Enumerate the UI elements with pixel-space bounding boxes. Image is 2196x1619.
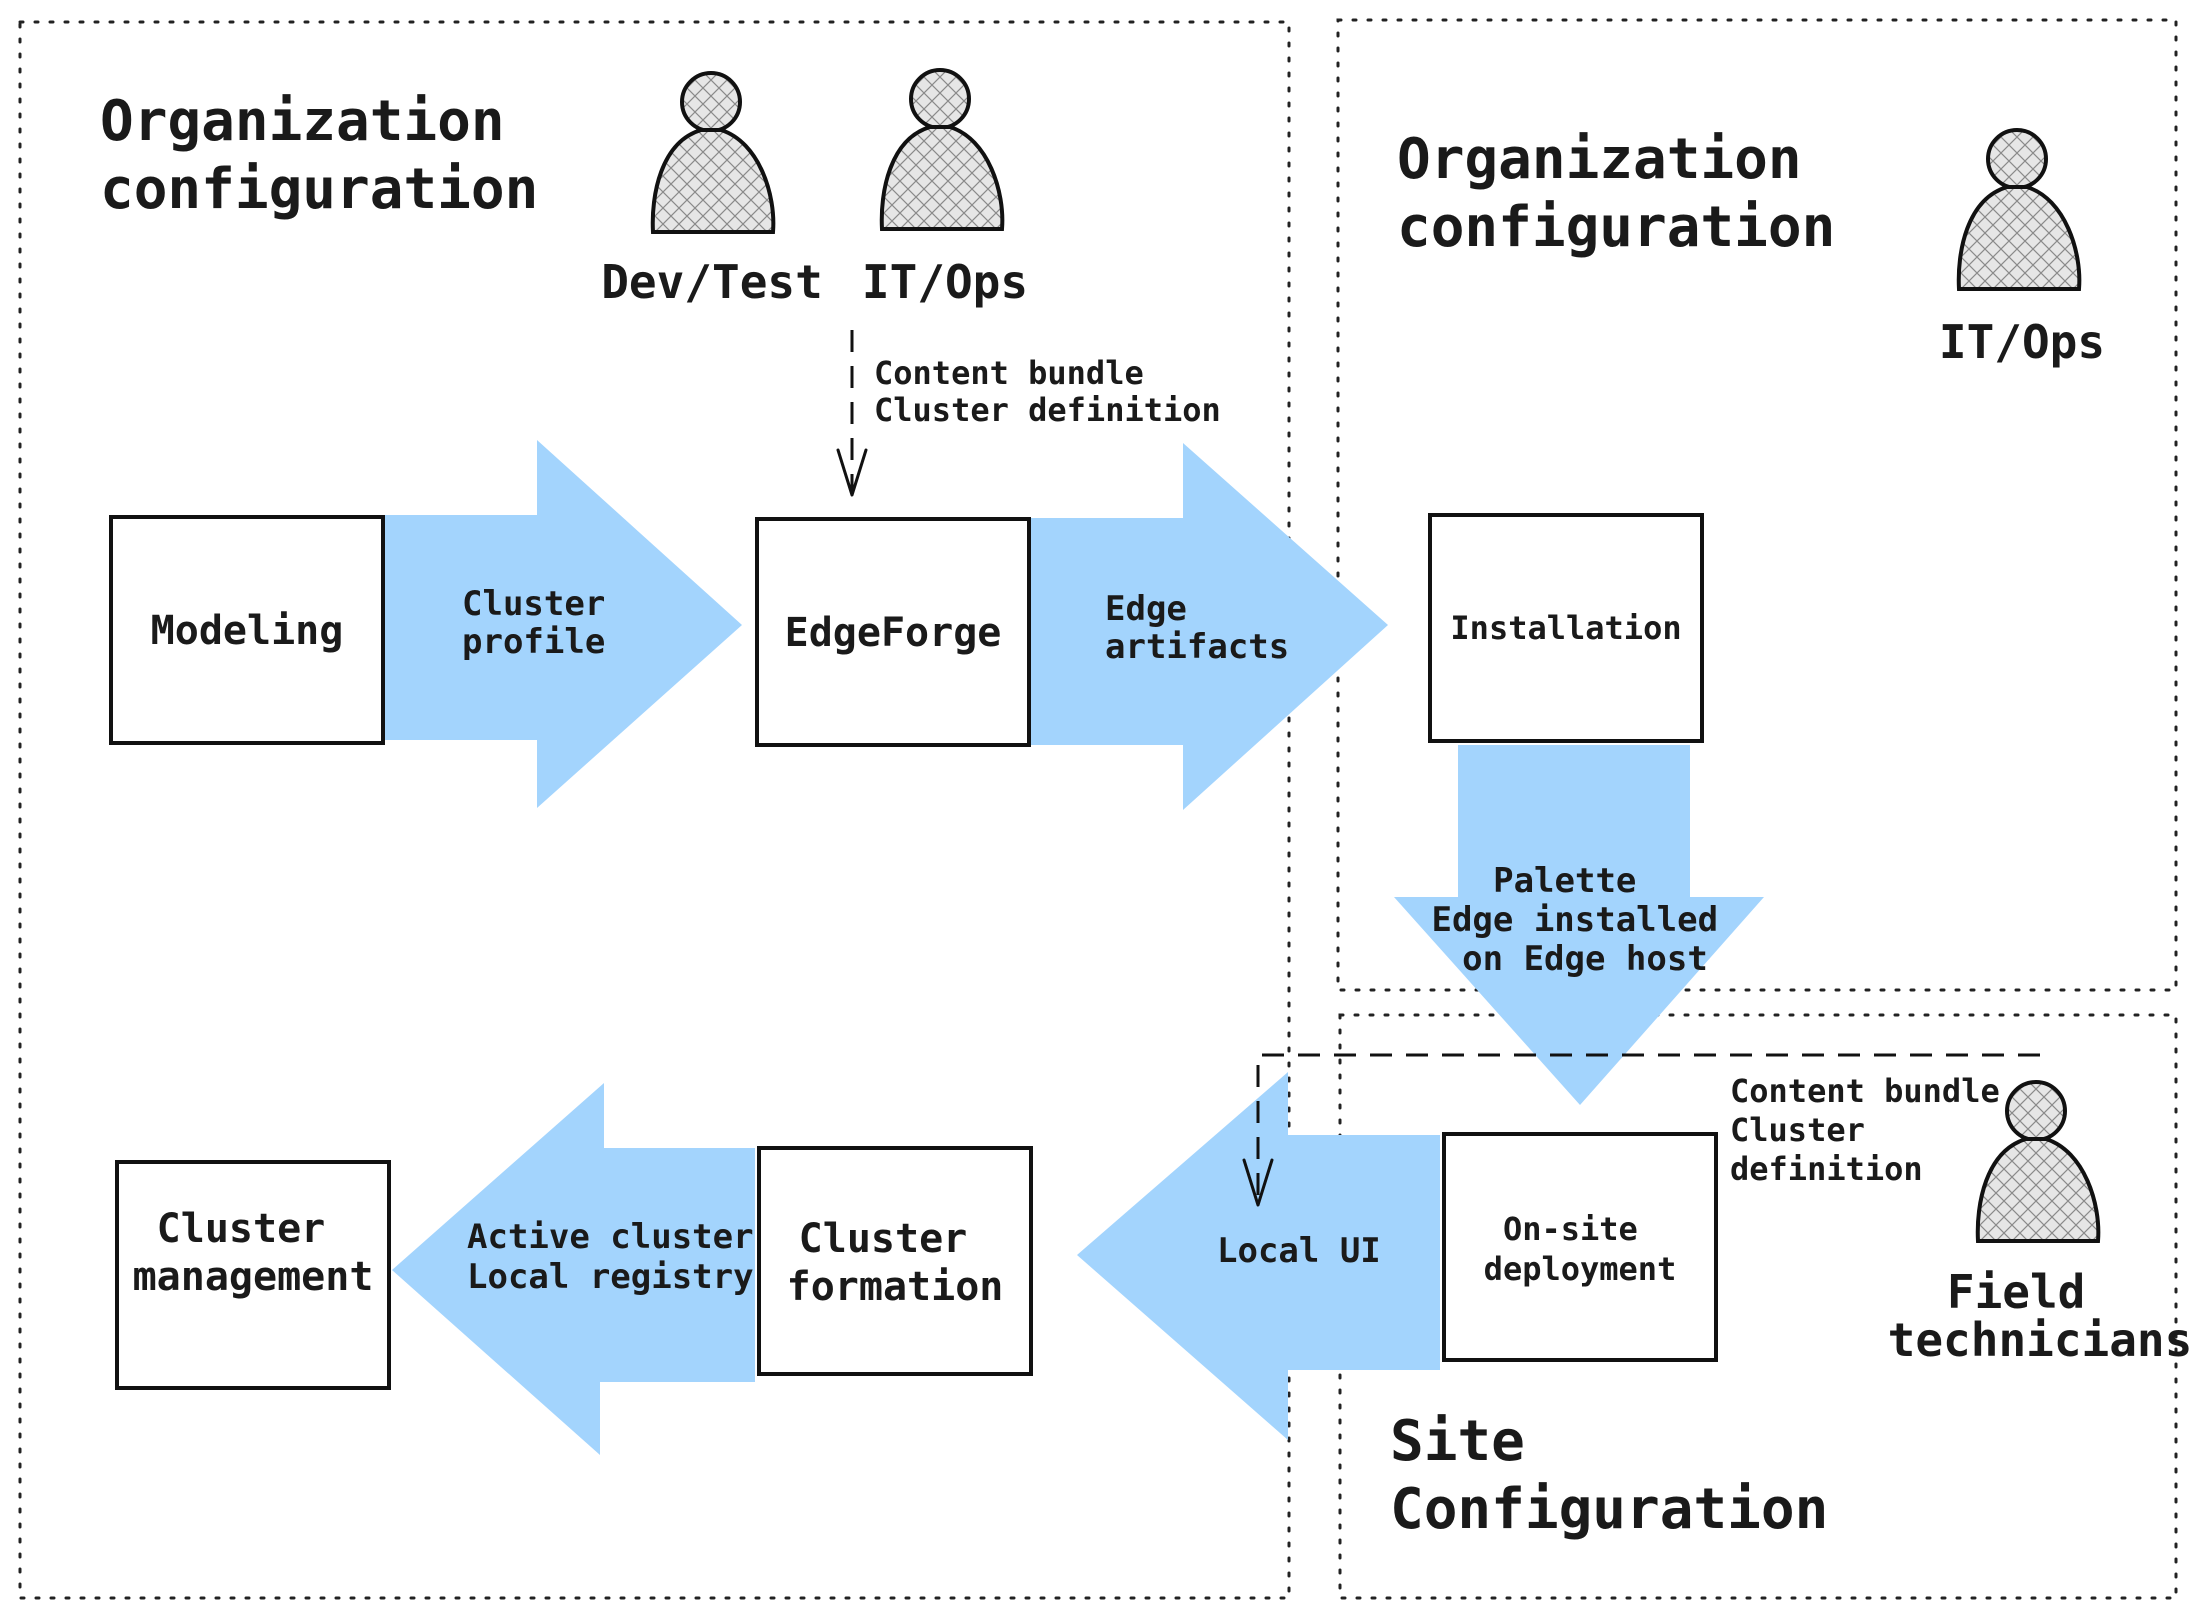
field-technicians-label: Field technicians xyxy=(1888,1265,2193,1367)
top-input-arrowhead xyxy=(836,448,868,497)
edge-artifacts-label: Edge artifacts xyxy=(1105,589,1289,667)
org-config-left-title: Organization configuration xyxy=(100,89,538,222)
modeling-box xyxy=(109,515,385,745)
it-ops-right-label: IT/Ops xyxy=(1939,315,2105,369)
local-ui-arrow xyxy=(1077,1072,1440,1440)
org-config-right-title: Organization configuration xyxy=(1397,127,1835,260)
top-input-note: Content bundle Cluster definition xyxy=(874,354,1221,429)
modeling-label: Modeling xyxy=(151,608,344,654)
cluster-profile-label: Cluster profile xyxy=(462,584,626,662)
it-ops-left-label: IT/Ops xyxy=(862,255,1028,309)
dev-test-label: Dev/Test xyxy=(601,255,823,309)
cluster-formation-label: Cluster formation xyxy=(787,1216,1004,1310)
edgeforge-box xyxy=(755,517,1031,747)
edgeforge-label: EdgeForge xyxy=(785,610,1002,656)
site-config-title: Site Configuration xyxy=(1390,1409,1828,1542)
installation-box xyxy=(1428,513,1704,743)
active-cluster-arrow xyxy=(392,1083,755,1455)
installation-label: Installation xyxy=(1450,609,1681,647)
site-input-arrowhead xyxy=(1242,1158,1274,1207)
it-ops-left-person-icon xyxy=(879,68,1005,231)
org-config-right-region xyxy=(1336,18,2178,992)
site-config-region xyxy=(1338,1013,2178,1600)
local-ui-label: Local UI xyxy=(1217,1231,1381,1271)
palette-edge-label: Palette Edge installed on Edge host xyxy=(1431,861,1738,979)
edge-artifacts-arrow xyxy=(1030,443,1388,810)
cluster-formation-box xyxy=(757,1146,1033,1376)
palette-edge-arrow xyxy=(1394,745,1764,1105)
on-site-deployment-box xyxy=(1442,1132,1718,1362)
cluster-profile-arrow xyxy=(385,440,742,808)
active-cluster-label: Active cluster Local registry xyxy=(467,1217,774,1297)
cluster-management-box xyxy=(115,1160,391,1390)
site-input-dashed-line xyxy=(1256,1053,2040,1195)
cluster-management-label: Cluster management xyxy=(133,1206,374,1300)
field-technicians-person-icon xyxy=(1975,1080,2101,1243)
org-config-left-region xyxy=(18,20,1291,1600)
on-site-deployment-label: On-site deployment xyxy=(1484,1210,1677,1288)
site-input-note: Content bundle Cluster definition xyxy=(1730,1072,2019,1188)
it-ops-right-person-icon xyxy=(1956,128,2082,291)
dev-test-person-icon xyxy=(650,71,776,234)
